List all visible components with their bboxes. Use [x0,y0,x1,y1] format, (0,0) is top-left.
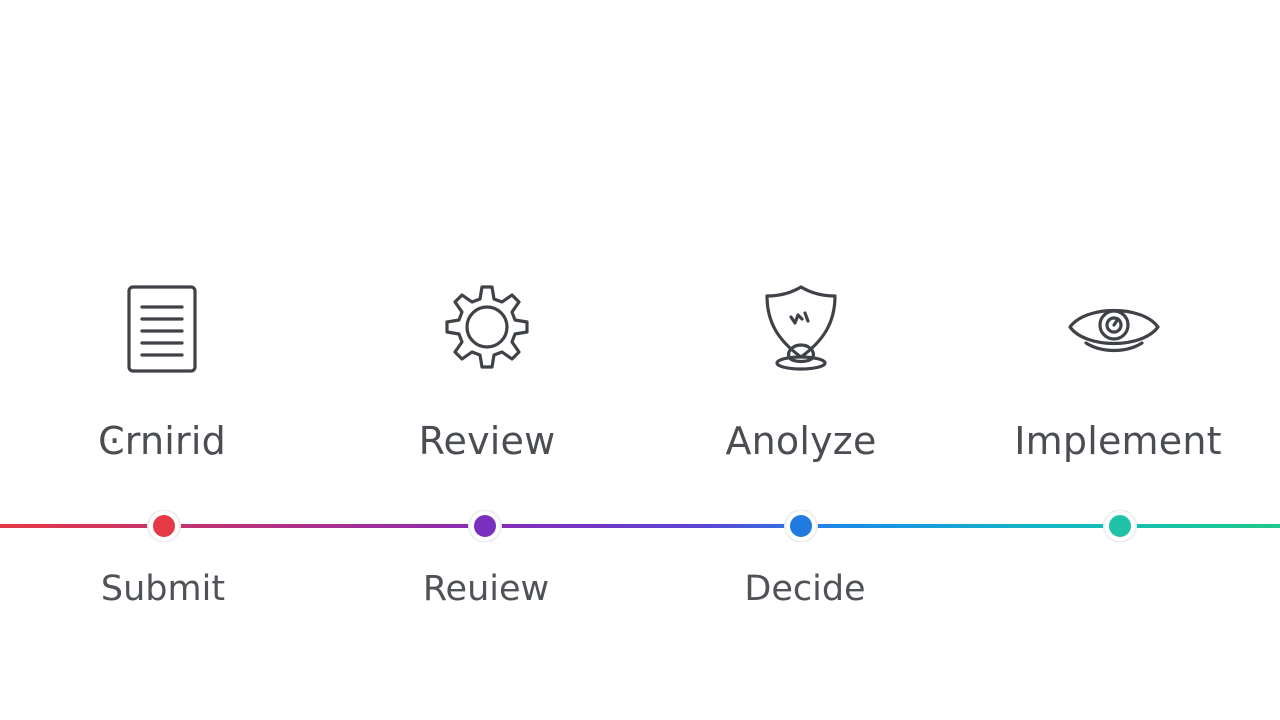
timeline-node-3 [784,510,818,542]
timeline-node-2 [468,510,502,542]
gear-icon [439,283,535,375]
step-3-top-label: Anolyze [725,419,877,463]
shield-pin-icon [753,283,849,375]
step-4-top-label: Implement [1014,419,1222,463]
step-1-bottom-label: Submit [100,569,226,609]
timeline [0,510,1280,542]
step-2-bottom-label: Reuiew [422,569,550,609]
step-2-top-label: Review [418,419,556,463]
step-3-bottom-label: Decide [744,569,866,609]
eye-icon [1066,283,1162,375]
step-1-top-label: Ͼrnirid [98,419,226,463]
document-icon [114,283,210,375]
timeline-node-4 [1103,510,1137,542]
timeline-node-1 [147,510,181,542]
